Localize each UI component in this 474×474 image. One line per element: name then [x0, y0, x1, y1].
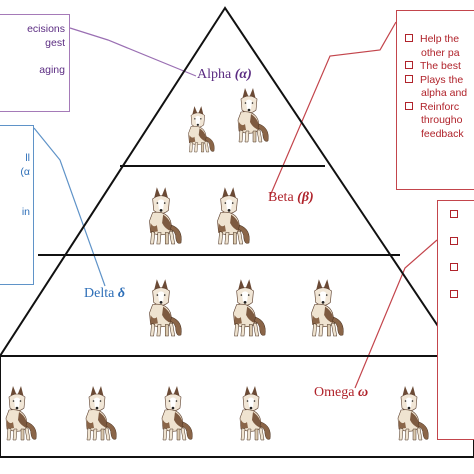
checkbox-bullet-icon: [450, 289, 458, 298]
alpha-label: Alpha (α): [197, 67, 252, 82]
beta-info-item-cont: feedback: [421, 127, 464, 140]
beta-info-item: The best: [405, 60, 474, 74]
wolf-illustration: [310, 278, 344, 337]
wolf-illustration: [237, 87, 269, 143]
beta-info-item-cont: alpha and: [421, 87, 468, 99]
beta-info-box: Help the other pa The best Plays the alp…: [396, 10, 474, 190]
beta-info-item: Help the: [405, 33, 474, 47]
omega-info-box: [437, 200, 474, 440]
omega-connector: [354, 239, 438, 389]
beta-connector: [269, 21, 397, 197]
wolf-illustration: [85, 385, 117, 441]
checkbox-bullet-icon: [405, 34, 413, 42]
alpha-info-line: aging: [39, 63, 65, 76]
wolf-illustration: [216, 186, 250, 245]
delta-info-line: [0, 179, 30, 193]
delta-info-line: ll: [25, 152, 30, 164]
beta-info-item: Reinforc: [405, 101, 474, 115]
beta-label: Beta (β): [268, 190, 314, 205]
checkbox-bullet-icon: [405, 74, 413, 83]
omega-info-item: [450, 209, 474, 223]
delta-info-line: in: [21, 206, 30, 218]
omega-info-item: [450, 289, 474, 303]
alpha-info-line: ecisions: [27, 23, 65, 35]
beta-info-item-cont: througho: [421, 114, 463, 126]
delta-connector: [33, 127, 106, 287]
wolf-illustration: [161, 385, 193, 441]
wolf-illustration: [239, 385, 271, 441]
delta-label: Delta δ: [84, 286, 125, 301]
alpha-connector: [69, 27, 197, 77]
wolf-illustration: [188, 105, 215, 153]
wolf-illustration: [397, 385, 429, 441]
delta-info-box: ll (α in: [0, 125, 34, 285]
delta-info-line: (α: [20, 165, 30, 178]
alpha-info-box: ecisions gest aging: [0, 14, 70, 112]
wolf-illustration: [232, 278, 266, 337]
delta-info-line: [0, 193, 30, 207]
checkbox-bullet-icon: [450, 236, 458, 245]
checkbox-bullet-icon: [405, 101, 413, 110]
connector-lines: [33, 21, 438, 389]
checkbox-bullet-icon: [450, 263, 458, 271]
checkbox-bullet-icon: [450, 210, 458, 218]
wolf-illustration: [5, 385, 37, 441]
wolf-illustration: [148, 278, 182, 337]
alpha-info-line: gest: [45, 36, 65, 49]
checkbox-bullet-icon: [405, 61, 413, 69]
wolf-illustration: [148, 186, 182, 245]
omega-info-item: [450, 236, 474, 250]
omega-info-item: [450, 262, 474, 276]
beta-info-item-cont: other pa: [421, 46, 460, 59]
alpha-info-line: [0, 50, 65, 64]
beta-info-item: Plays the: [405, 74, 474, 88]
omega-label: Omega ω: [314, 385, 369, 400]
